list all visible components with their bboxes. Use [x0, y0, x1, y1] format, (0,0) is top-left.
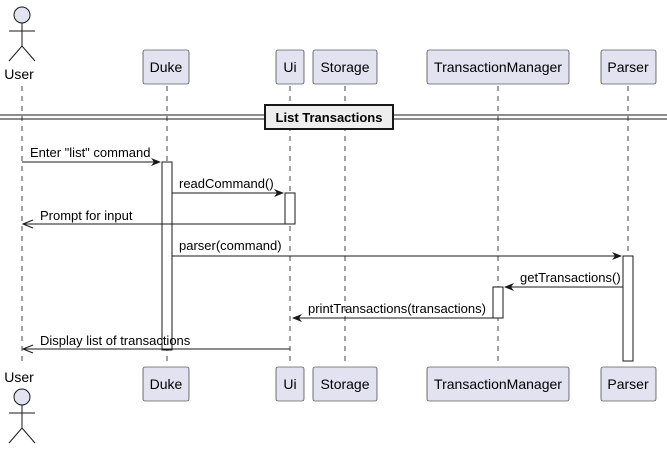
arrowhead-icon: [274, 189, 284, 197]
message-label: Prompt for input: [40, 208, 133, 223]
participant-ui-bottom: Ui: [275, 366, 305, 402]
participant-box: [600, 366, 657, 402]
participant-label-storage-bottom: Storage: [320, 376, 369, 392]
message-enter-list: Enter "list" command: [22, 145, 161, 166]
participant-label-parser-top: Parser: [607, 59, 649, 75]
actor-user-top: User: [4, 6, 36, 82]
messages: Enter "list" command readCommand() Promp…: [21, 145, 623, 354]
arrowhead-icon: [21, 219, 34, 229]
participant-label-transactionmanager-bottom: TransactionManager: [434, 376, 562, 392]
participant-box: [275, 366, 305, 402]
participant-box: [275, 49, 305, 85]
message-print-transactions: printTransactions(transactions): [292, 301, 493, 322]
activation-ui: [284, 192, 296, 225]
arrowhead-icon: [292, 314, 302, 322]
message-label: readCommand(): [179, 176, 274, 191]
message-prompt-input: Prompt for input: [21, 208, 285, 229]
actor-label-user-top: User: [4, 66, 34, 82]
participant-box: [312, 366, 378, 402]
participant-label-ui-top: Ui: [283, 59, 296, 75]
section-divider: List Transactions: [0, 104, 667, 130]
participant-box: [426, 366, 570, 402]
participant-label-duke-top: Duke: [150, 59, 183, 75]
participant-duke-top: Duke: [142, 49, 190, 85]
participant-box: [142, 49, 190, 85]
participant-parser-top: Parser: [600, 49, 657, 85]
message-label: parser(command): [179, 238, 282, 253]
actor-legs: [8, 45, 36, 62]
participant-transactionmanager-top: TransactionManager: [426, 49, 570, 85]
participant-box: [312, 49, 378, 85]
participant-storage-top: Storage: [312, 49, 378, 85]
participant-label-duke-bottom: Duke: [150, 376, 183, 392]
message-parser-command: parser(command): [172, 238, 622, 260]
divider-label-box: [264, 104, 394, 130]
participant-transactionmanager-bottom: TransactionManager: [426, 366, 570, 402]
actor-label-user-bottom: User: [4, 369, 34, 385]
message-display-list: Display list of transactions: [21, 333, 290, 354]
message-label: Enter "list" command: [30, 145, 151, 160]
participant-ui-top: Ui: [275, 49, 305, 85]
participant-heads-top: User Duke Ui Storage TransactionManager …: [4, 6, 657, 85]
activation-duke: [161, 161, 173, 351]
activation-parser: [622, 255, 634, 362]
participant-label-storage-top: Storage: [320, 59, 369, 75]
divider-label: List Transactions: [276, 110, 383, 125]
message-label: printTransactions(transactions): [308, 301, 486, 316]
actor-head-icon: [13, 6, 31, 24]
participant-label-parser-bottom: Parser: [607, 376, 649, 392]
arrowhead-icon: [612, 252, 622, 260]
participant-label-ui-bottom: Ui: [283, 376, 296, 392]
arrowhead-icon: [504, 283, 514, 291]
arrowhead-icon: [151, 158, 161, 166]
participant-storage-bottom: Storage: [312, 366, 378, 402]
participant-box: [600, 49, 657, 85]
actor-head-icon: [13, 388, 31, 406]
participant-duke-bottom: Duke: [142, 366, 190, 402]
participant-box: [142, 366, 190, 402]
participant-parser-bottom: Parser: [600, 366, 657, 402]
participant-heads-bottom: User Duke Ui Storage TransactionManager …: [4, 366, 657, 444]
arrowhead-icon: [21, 344, 34, 354]
participant-label-transactionmanager-top: TransactionManager: [434, 59, 562, 75]
actor-user-bottom: User: [4, 369, 36, 444]
actor-legs: [8, 427, 36, 444]
activation-transactionmanager: [492, 286, 504, 319]
message-label: getTransactions(): [520, 270, 621, 285]
message-get-transactions: getTransactions(): [504, 270, 623, 291]
message-label: Display list of transactions: [40, 333, 191, 348]
participant-box: [426, 49, 570, 85]
message-read-command: readCommand(): [172, 176, 284, 197]
activation-bars: [161, 161, 634, 362]
